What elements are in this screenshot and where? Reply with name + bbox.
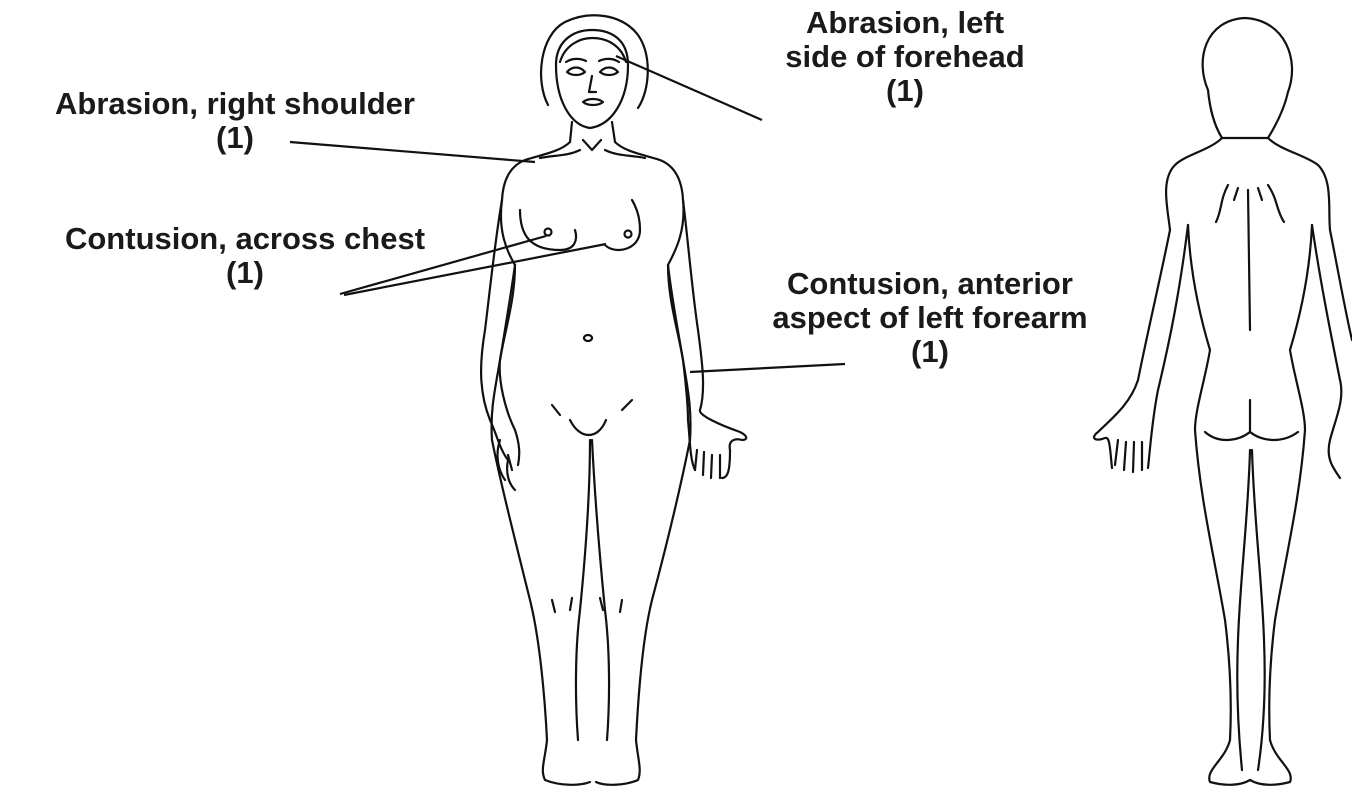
forehead-annotation: Abrasion, left side of forehead (1) [745,6,1065,108]
front-brow-right [599,59,619,62]
forearm-annotation-line2: aspect of left forearm [720,301,1140,335]
forehead-annotation-line2: side of forehead [745,40,1065,74]
back-leg-inner [1237,450,1265,770]
front-nipple-left [545,229,552,236]
back-buttocks [1205,400,1298,440]
front-leg-left [492,440,590,785]
front-mouth [583,99,603,105]
front-chest-left [520,210,576,250]
front-eye-left [567,68,585,76]
front-chest-right [605,200,640,250]
front-hairline [560,38,626,62]
front-nipple-right [625,231,632,238]
back-arm-right [1312,225,1352,478]
forearm-annotation: Contusion, anterior aspect of left forea… [720,267,1140,369]
front-arm-left-inner [500,265,520,465]
back-leg-left [1195,430,1250,785]
back-spine [1248,190,1250,330]
forearm-annotation-line1: Contusion, anterior [720,267,1140,301]
chest-annotation-count: (1) [10,256,480,290]
front-fingers-right [695,450,720,478]
shoulder-annotation-line1: Abrasion, right shoulder [0,87,470,121]
front-leg-inner [576,440,609,740]
back-shoulderblades [1216,185,1284,222]
forearm-annotation-count: (1) [720,335,1140,369]
front-nose [589,76,596,92]
front-knees [552,598,622,612]
back-head [1203,18,1292,138]
leader-forehead [616,56,762,120]
front-leg-right [596,440,690,785]
front-neck-right [612,122,683,200]
back-fingers-left [1115,440,1142,472]
chest-annotation-line1: Contusion, across chest [10,222,480,256]
back-leg-right [1250,430,1305,785]
front-torso-left [492,200,515,440]
back-body-figure [1094,18,1352,785]
chest-annotation: Contusion, across chest (1) [10,222,480,290]
front-body-figure [481,15,746,784]
front-hips [552,400,632,435]
forehead-annotation-count: (1) [745,74,1065,108]
front-brow-left [566,59,586,62]
forehead-annotation-line1: Abrasion, left [745,6,1065,40]
shoulder-annotation: Abrasion, right shoulder (1) [0,87,470,155]
shoulder-annotation-count: (1) [0,121,470,155]
front-collarbones [540,140,645,158]
front-navel [584,335,592,341]
front-eye-right [600,68,618,76]
